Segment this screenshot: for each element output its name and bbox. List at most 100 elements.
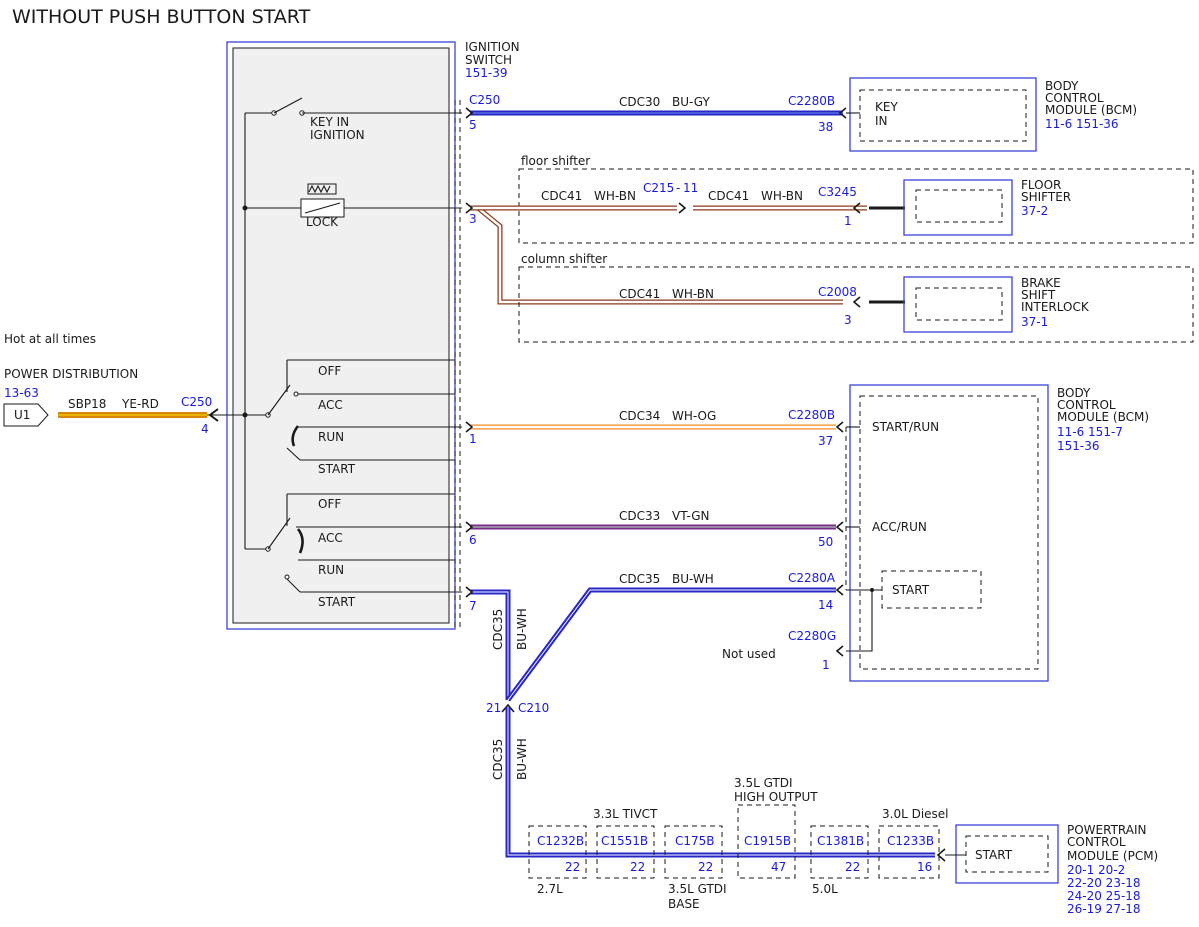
bcm2-name-3: MODULE (BCM): [1057, 410, 1149, 424]
cdc35-wire-b-core: [507, 589, 836, 701]
brake-shift-internal: [915, 287, 1003, 321]
pin3-arrow-icon: [465, 202, 474, 214]
c250-pin5-arrow-icon: [465, 107, 474, 119]
c2008-pin: 3: [844, 313, 852, 327]
start2-tip: [286, 578, 301, 593]
bcm1-name-1: BODY: [1045, 79, 1079, 93]
cdc41-from-pin: 3: [469, 212, 477, 226]
cdc33-color: VT-GN: [672, 509, 709, 523]
c2280b-pin38-arrow-icon: [838, 107, 847, 119]
cdc35-to-pin: 14: [818, 598, 833, 612]
cdc35-wire-b: [505, 587, 836, 702]
u1-connector: [3, 403, 49, 427]
c2280g-pin: 1: [822, 658, 830, 672]
c3245-conn: C3245: [818, 185, 857, 199]
cdc33-circuit: CDC33: [619, 509, 660, 523]
key-in-label-1: KEY IN: [310, 115, 349, 129]
switch1-blade: [267, 384, 291, 416]
cdc34-to-pin: 37: [818, 434, 833, 448]
bcm2-ref-2: 151-36: [1057, 439, 1100, 453]
svg-text:C1233B: C1233B: [887, 834, 934, 848]
engine-connector-c1232b: C1232B 22 2.7L: [528, 825, 587, 896]
svg-text:C1232B: C1232B: [537, 834, 584, 848]
brake-shift-name-3: INTERLOCK: [1021, 300, 1090, 314]
u1-label: U1: [14, 408, 30, 422]
svg-text:22: 22: [698, 860, 713, 874]
c2280b-37-arrow-icon: [835, 421, 844, 433]
floor-shifter-internal: [915, 189, 1003, 223]
bcm1-name-2: CONTROL: [1045, 91, 1104, 105]
sbp18-color: YE-RD: [121, 397, 159, 411]
key-in-label-2: IGNITION: [310, 128, 365, 142]
ignition-switch-ref: 151-39: [465, 66, 508, 80]
cdc34-from-pin: 1: [469, 432, 477, 446]
sbp18-connector: C250: [181, 395, 212, 409]
floor-shifter-name-2: SHIFTER: [1021, 190, 1071, 204]
pin7-arrow-icon: [465, 586, 474, 598]
svg-text:3.0L Diesel: 3.0L Diesel: [882, 807, 949, 821]
bcm2-acc-run: ACC/RUN: [872, 520, 927, 534]
engine-connector-c1381b: C1381B 22 5.0L: [810, 825, 869, 896]
pcm-ref-2: 22-20 23-18: [1067, 876, 1141, 890]
bcm2-start: START: [892, 583, 930, 597]
cdc41-column-color: WH-BN: [672, 287, 714, 301]
pcm-ref-3: 24-20 25-18: [1067, 889, 1141, 903]
svg-text:22: 22: [630, 860, 645, 874]
pcm-ref-4: 26-19 27-18: [1067, 902, 1141, 916]
cdc41-color-a: WH-BN: [594, 189, 636, 203]
bcm2-not-used-lead: [846, 590, 873, 652]
svg-text:5.0L: 5.0L: [812, 882, 838, 896]
run1-bridge: [291, 425, 300, 447]
svg-text:C1551B: C1551B: [601, 834, 648, 848]
brake-shift-name-2: SHIFT: [1021, 288, 1056, 302]
lock-solenoid-slash: [304, 202, 341, 214]
c215-arrow-icon: [678, 202, 687, 214]
c215-pin: 11: [683, 181, 698, 195]
cdc35-vert-circuit: CDC35: [491, 609, 505, 650]
bcm1-name-3: MODULE (BCM): [1045, 103, 1137, 117]
c3245-pin: 1: [844, 214, 852, 228]
power-dist-name: POWER DISTRIBUTION: [4, 367, 138, 381]
floor-shifter-outline: [903, 179, 1013, 236]
not-used-label: Not used: [722, 647, 776, 661]
svg-text:BASE: BASE: [668, 897, 700, 911]
bcm2-name-2: CONTROL: [1057, 398, 1116, 412]
svg-text:3.5L GTDI: 3.5L GTDI: [668, 882, 727, 896]
c210-conn: C210: [518, 701, 549, 715]
bcm1-internal: [859, 89, 1027, 142]
cdc41-circuit-b: CDC41: [708, 189, 749, 203]
pin1-arrow-icon: [465, 421, 474, 433]
engine-connector-c175b: C175B 22 3.5L GTDI BASE: [664, 825, 727, 911]
cdc35-circuit: CDC35: [619, 572, 660, 586]
cdc30-circuit: CDC30: [619, 95, 660, 109]
svg-text:22: 22: [565, 860, 580, 874]
bcm2-outline: [849, 384, 1049, 682]
engine-connector-c1915b: C1915B 47 3.5L GTDI HIGH OUTPUT: [734, 776, 818, 879]
acc2-bridge: [296, 528, 304, 554]
pcm-outline: [955, 824, 1059, 884]
cdc41-color-b: WH-BN: [761, 189, 803, 203]
floor-shifter-option-label: floor shifter: [521, 154, 590, 168]
start1-label: START: [318, 462, 356, 476]
switch2-blade: [267, 517, 291, 550]
bcm1-pin-label-1: KEY: [875, 100, 898, 114]
off2-label: OFF: [318, 497, 341, 511]
svg-text:HIGH OUTPUT: HIGH OUTPUT: [734, 790, 818, 804]
bcm2-internal: [859, 395, 1039, 670]
brake-shift-ref: 37-1: [1021, 315, 1048, 329]
c3245-arrow-icon: [852, 202, 861, 214]
svg-text:16: 16: [917, 860, 932, 874]
svg-text:C1915B: C1915B: [744, 834, 791, 848]
acc1-contact: [293, 391, 299, 397]
c210-arrow-icon: [501, 703, 515, 713]
cdc30-from-conn: C250: [469, 93, 500, 107]
c2008-arrow-icon: [852, 296, 861, 308]
bcm2-start-run: START/RUN: [872, 420, 939, 434]
svg-text:C1381B: C1381B: [817, 834, 864, 848]
cdc30-from-pin: 5: [469, 118, 477, 132]
svg-text:C175B: C175B: [675, 834, 715, 848]
sbp18-circuit: SBP18: [68, 397, 106, 411]
start1-tip: [286, 447, 301, 461]
cdc35-color: BU-WH: [672, 572, 714, 586]
